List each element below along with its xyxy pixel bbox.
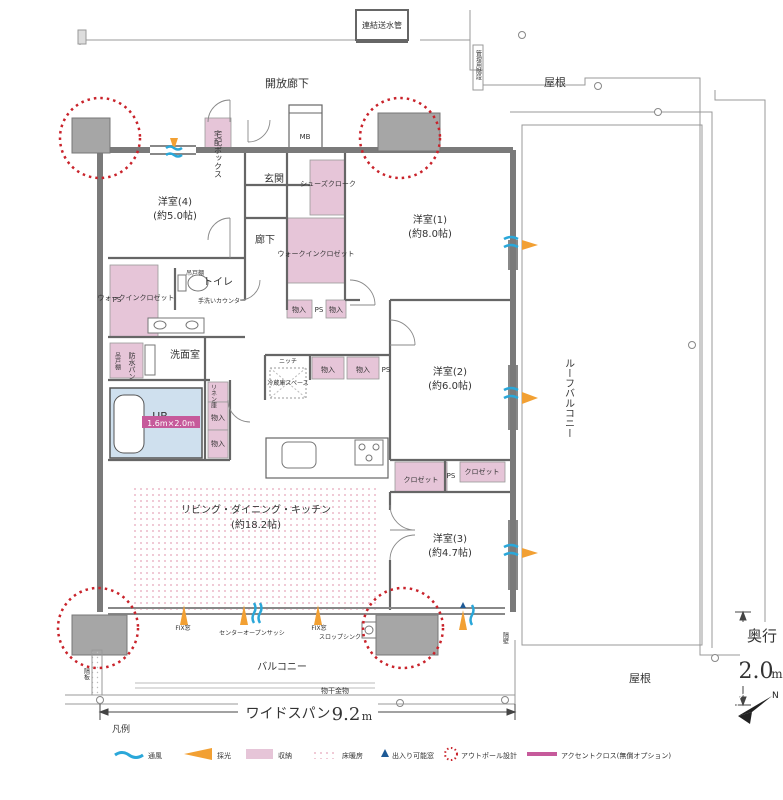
legend-outpole-icon bbox=[444, 747, 458, 761]
legend-light: 採光 bbox=[217, 751, 231, 760]
legend-storage-icon bbox=[246, 749, 273, 759]
legend-light-icon bbox=[184, 748, 212, 760]
columns bbox=[71, 112, 441, 656]
closet-left: クロゼット bbox=[404, 475, 439, 484]
balcony-label: バルコニー bbox=[257, 661, 307, 673]
legend-storage: 収納 bbox=[278, 751, 292, 760]
legend-wind-icon bbox=[114, 751, 144, 759]
partition-right-label: 隔壁 bbox=[502, 631, 509, 644]
room2-label: 洋室(2) bbox=[433, 365, 467, 378]
span-label: ワイドスパン bbox=[246, 706, 331, 722]
ub-size-label: 1.6m×2.0m bbox=[147, 419, 195, 428]
pipe-space-label: 管理用階段 bbox=[475, 49, 482, 81]
entrance-label: 玄関 bbox=[264, 172, 284, 185]
exterior-window-walls bbox=[108, 145, 518, 615]
legend-heat: 床暖房 bbox=[342, 751, 363, 760]
legend-title: 凡例 bbox=[112, 723, 130, 735]
ps-closet: PS bbox=[447, 472, 456, 480]
room3-size: (約4.7帖) bbox=[428, 546, 472, 559]
closet-right: クロゼット bbox=[465, 467, 500, 476]
roof-bottom-label: 屋根 bbox=[629, 671, 651, 685]
shoes-closet-label: シューズクローク bbox=[300, 179, 356, 188]
compass-icon: N bbox=[736, 689, 779, 727]
mb-box bbox=[288, 104, 323, 151]
fridge-label: 冷蔵庫スペース bbox=[267, 379, 308, 387]
exterior-walls bbox=[97, 147, 516, 612]
fix-left-label: FIX窓 bbox=[175, 624, 190, 632]
fix-right-label: FIX窓 bbox=[311, 624, 326, 632]
interior-walls bbox=[100, 148, 510, 610]
legend-wind: 通風 bbox=[148, 751, 162, 760]
linen-label: リネン庫 bbox=[210, 384, 217, 409]
door-swings bbox=[207, 99, 416, 561]
dryer-label: 物干金物 bbox=[321, 686, 349, 695]
legend: 通風 採光 収納 床暖房 出入り可能窓 アウトポール設計 アクセントクロス(無償… bbox=[114, 747, 671, 761]
roof-top-label: 屋根 bbox=[544, 75, 566, 89]
center-sash-label: センターオープンサッシ bbox=[219, 629, 285, 637]
roof-outline bbox=[77, 10, 766, 656]
room2-size: (約6.0帖) bbox=[428, 379, 472, 392]
ldk-size: (約18.2帖) bbox=[231, 518, 281, 531]
slop-sink-label: スロップシンク bbox=[319, 634, 361, 641]
room4-size: (約5.0帖) bbox=[153, 209, 197, 222]
compass-label: N bbox=[772, 691, 779, 701]
wic-main-label: ウォークインクロゼット bbox=[278, 249, 355, 258]
wind-light-symbols bbox=[165, 138, 538, 630]
room4-label: 洋室(4) bbox=[158, 195, 192, 208]
fridge-space bbox=[269, 367, 307, 399]
depth-value: 2.0 bbox=[739, 659, 774, 684]
toilet-label: トイレ bbox=[203, 277, 233, 288]
ps-right: PS bbox=[382, 366, 391, 374]
mb-label: MB bbox=[300, 133, 311, 141]
storage-areas bbox=[109, 117, 506, 493]
storage-1: 物入 bbox=[292, 305, 306, 314]
legend-outpole: アウトポール設計 bbox=[461, 751, 517, 760]
hanging-shelf-label: 吊戸棚 bbox=[114, 352, 121, 371]
bathtub bbox=[113, 394, 145, 454]
roof-drains bbox=[96, 31, 719, 707]
open-corridor-label: 開放廊下 bbox=[265, 76, 309, 90]
storage-4: 物入 bbox=[356, 365, 370, 374]
washroom-label: 洗面室 bbox=[170, 348, 200, 361]
ps-mid: PS bbox=[315, 306, 324, 314]
roof-balcony-label: ルーフバルコニー bbox=[563, 358, 575, 438]
floor-heating-area bbox=[132, 487, 380, 610]
depth-unit: m bbox=[771, 667, 783, 681]
delivery-box-label: 宅配ボックス bbox=[214, 129, 223, 178]
storage-2: 物入 bbox=[329, 305, 343, 314]
legend-door: 出入り可能窓 bbox=[392, 751, 434, 760]
room1-label: 洋室(1) bbox=[413, 213, 447, 226]
water-pipe-box bbox=[355, 9, 409, 41]
ldk-label: リビング・ダイニング・キッチン bbox=[181, 503, 331, 516]
room3-label: 洋室(3) bbox=[433, 532, 467, 545]
outpole-markers bbox=[56, 96, 445, 670]
legend-heat-icon bbox=[310, 749, 337, 759]
hallway-label: 廊下 bbox=[255, 233, 275, 246]
waterproof-pan-label: 防水パン bbox=[128, 351, 136, 380]
slop-sink-box bbox=[361, 621, 377, 639]
hand-wash-label: 手洗いカウンター bbox=[198, 297, 246, 305]
kitchen-sink bbox=[281, 441, 317, 469]
ps-left: PS bbox=[113, 296, 122, 304]
storage-5: 物入 bbox=[211, 413, 225, 422]
span-value: 9.2 bbox=[332, 704, 361, 725]
storage-3: 物入 bbox=[321, 365, 335, 374]
legend-door-icon bbox=[381, 749, 389, 757]
water-pipe-label: 連結送水管 bbox=[362, 20, 402, 30]
wic-small-label: ウォークインクロゼット bbox=[98, 293, 175, 302]
niche-label: ニッチ bbox=[279, 358, 297, 365]
partition-left-label: 隔板 bbox=[83, 667, 90, 681]
depth-label: 奥行 bbox=[747, 627, 777, 645]
fixtures bbox=[144, 274, 209, 376]
toilet-storage-label: 吊戸棚 bbox=[186, 269, 204, 277]
legend-accent-icon bbox=[527, 752, 557, 756]
balcony-outline bbox=[65, 640, 516, 705]
legend-accent: アクセントクロス(無償オプション) bbox=[561, 751, 671, 760]
storage-6: 物入 bbox=[211, 439, 225, 448]
span-unit: m bbox=[362, 710, 373, 723]
room1-size: (約8.0帖) bbox=[408, 227, 452, 240]
